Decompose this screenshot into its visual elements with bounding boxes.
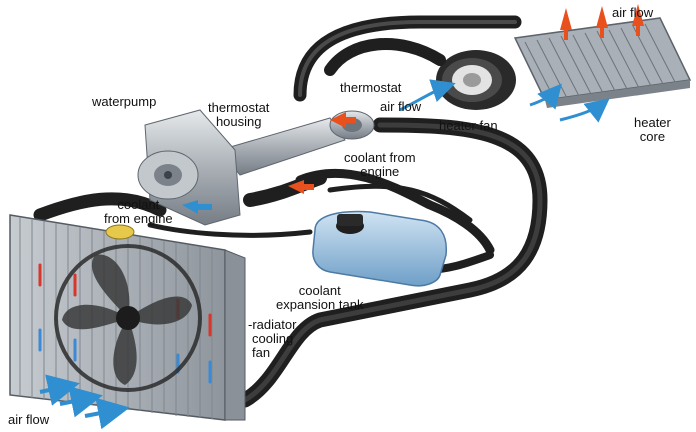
heater-core xyxy=(513,17,692,108)
expansion-tank-label: coolant expansion tank xyxy=(276,284,363,312)
cool-coolant-arrow-icon xyxy=(182,200,212,214)
hoses xyxy=(33,15,548,408)
coolant-from-engine-left-label: coolant from engine xyxy=(104,198,173,226)
coolant-from-engine-right-label: coolant from engine xyxy=(344,151,416,179)
heater-core-line-2: core xyxy=(639,129,666,144)
bottom-airflow-arrows xyxy=(39,374,130,430)
radiator-cooling-fan xyxy=(54,244,202,392)
radiator-fan-label: -radiator cooling fan xyxy=(248,318,296,360)
hot-coolant-arrow-icon xyxy=(288,112,356,194)
expansion-tank-line-2: expansion tank xyxy=(276,297,364,312)
heater-core-label: heater core xyxy=(634,116,671,144)
coolant-from-engine-right-line-1: coolant from xyxy=(344,150,416,165)
heater-core-line-1: heater xyxy=(634,115,671,130)
thermostat-housing-line-2: housing xyxy=(215,114,262,129)
air-flow-label-top: air flow xyxy=(612,5,654,20)
coolant-from-engine-right-line-2: engine xyxy=(360,164,400,179)
waterpump-label: waterpump xyxy=(92,94,157,109)
coolant-from-engine-left-line-2: from engine xyxy=(104,211,173,226)
radiator-fan-line-1-text: radiator xyxy=(252,317,297,332)
blue-arrow-icon xyxy=(399,79,610,123)
orange-arrow-icon xyxy=(560,4,644,40)
heater-fan-label: heater fan xyxy=(439,118,498,133)
thermostat-housing-line-1: thermostat xyxy=(208,100,270,115)
air-flow-label-bottom: air flow xyxy=(8,412,50,427)
radiator-fan-line-1: -radiator xyxy=(248,317,297,332)
expansion-tank-line-1: coolant xyxy=(298,283,341,298)
radiator-fan-line-3: fan xyxy=(252,345,271,360)
thermostat-label: thermostat xyxy=(340,80,402,95)
thermostat-housing-label: thermostat housing xyxy=(208,101,269,129)
radiator-fan-line-2: cooling xyxy=(252,331,294,346)
heater-fan xyxy=(436,50,516,110)
coolant-from-engine-left-line-1: coolant xyxy=(117,197,160,212)
water-pump xyxy=(137,109,241,226)
air-flow-label-middle: air flow xyxy=(380,99,422,114)
expansion-tank xyxy=(312,210,448,287)
